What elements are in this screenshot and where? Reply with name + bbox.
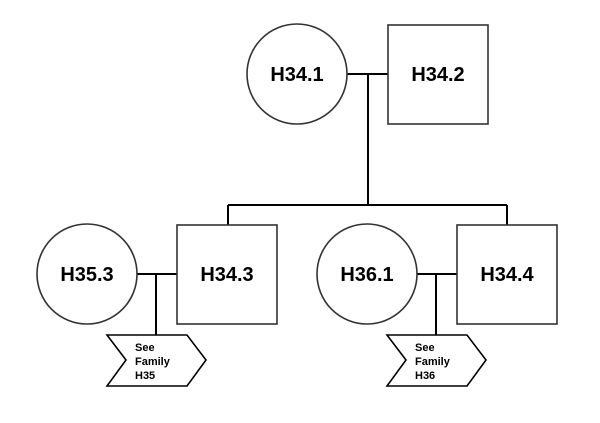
person-h35-3[interactable]: H35.3 — [36, 223, 138, 325]
male-square — [176, 224, 278, 325]
family-reference-h35[interactable]: See Family H35 — [105, 334, 207, 387]
chevron-reference-icon — [105, 334, 207, 387]
person-h36-1[interactable]: H36.1 — [316, 223, 418, 325]
reference-line2: Family — [415, 356, 451, 368]
person-label: H34.2 — [411, 64, 464, 86]
male-square — [456, 224, 558, 325]
person-label: H34.1 — [270, 64, 323, 86]
person-label: H36.1 — [340, 264, 393, 286]
person-label: H34.3 — [200, 264, 253, 286]
reference-line1: See — [135, 342, 155, 354]
male-square — [387, 24, 489, 125]
female-circle — [246, 23, 348, 125]
chevron-reference-icon — [385, 334, 487, 387]
person-h34-4[interactable]: H34.4 — [456, 224, 558, 325]
female-circle — [36, 223, 138, 325]
person-label: H35.3 — [60, 264, 113, 286]
reference-line1: See — [415, 342, 435, 354]
female-circle — [316, 223, 418, 325]
family-reference-h36[interactable]: See Family H36 — [385, 334, 487, 387]
reference-line3: H35 — [135, 370, 155, 382]
person-label: H34.4 — [480, 264, 534, 286]
person-h34-2[interactable]: H34.2 — [387, 24, 489, 125]
reference-line3: H36 — [415, 370, 435, 382]
person-h34-3[interactable]: H34.3 — [176, 224, 278, 325]
person-h34-1[interactable]: H34.1 — [246, 23, 348, 125]
reference-line2: Family — [135, 356, 171, 368]
